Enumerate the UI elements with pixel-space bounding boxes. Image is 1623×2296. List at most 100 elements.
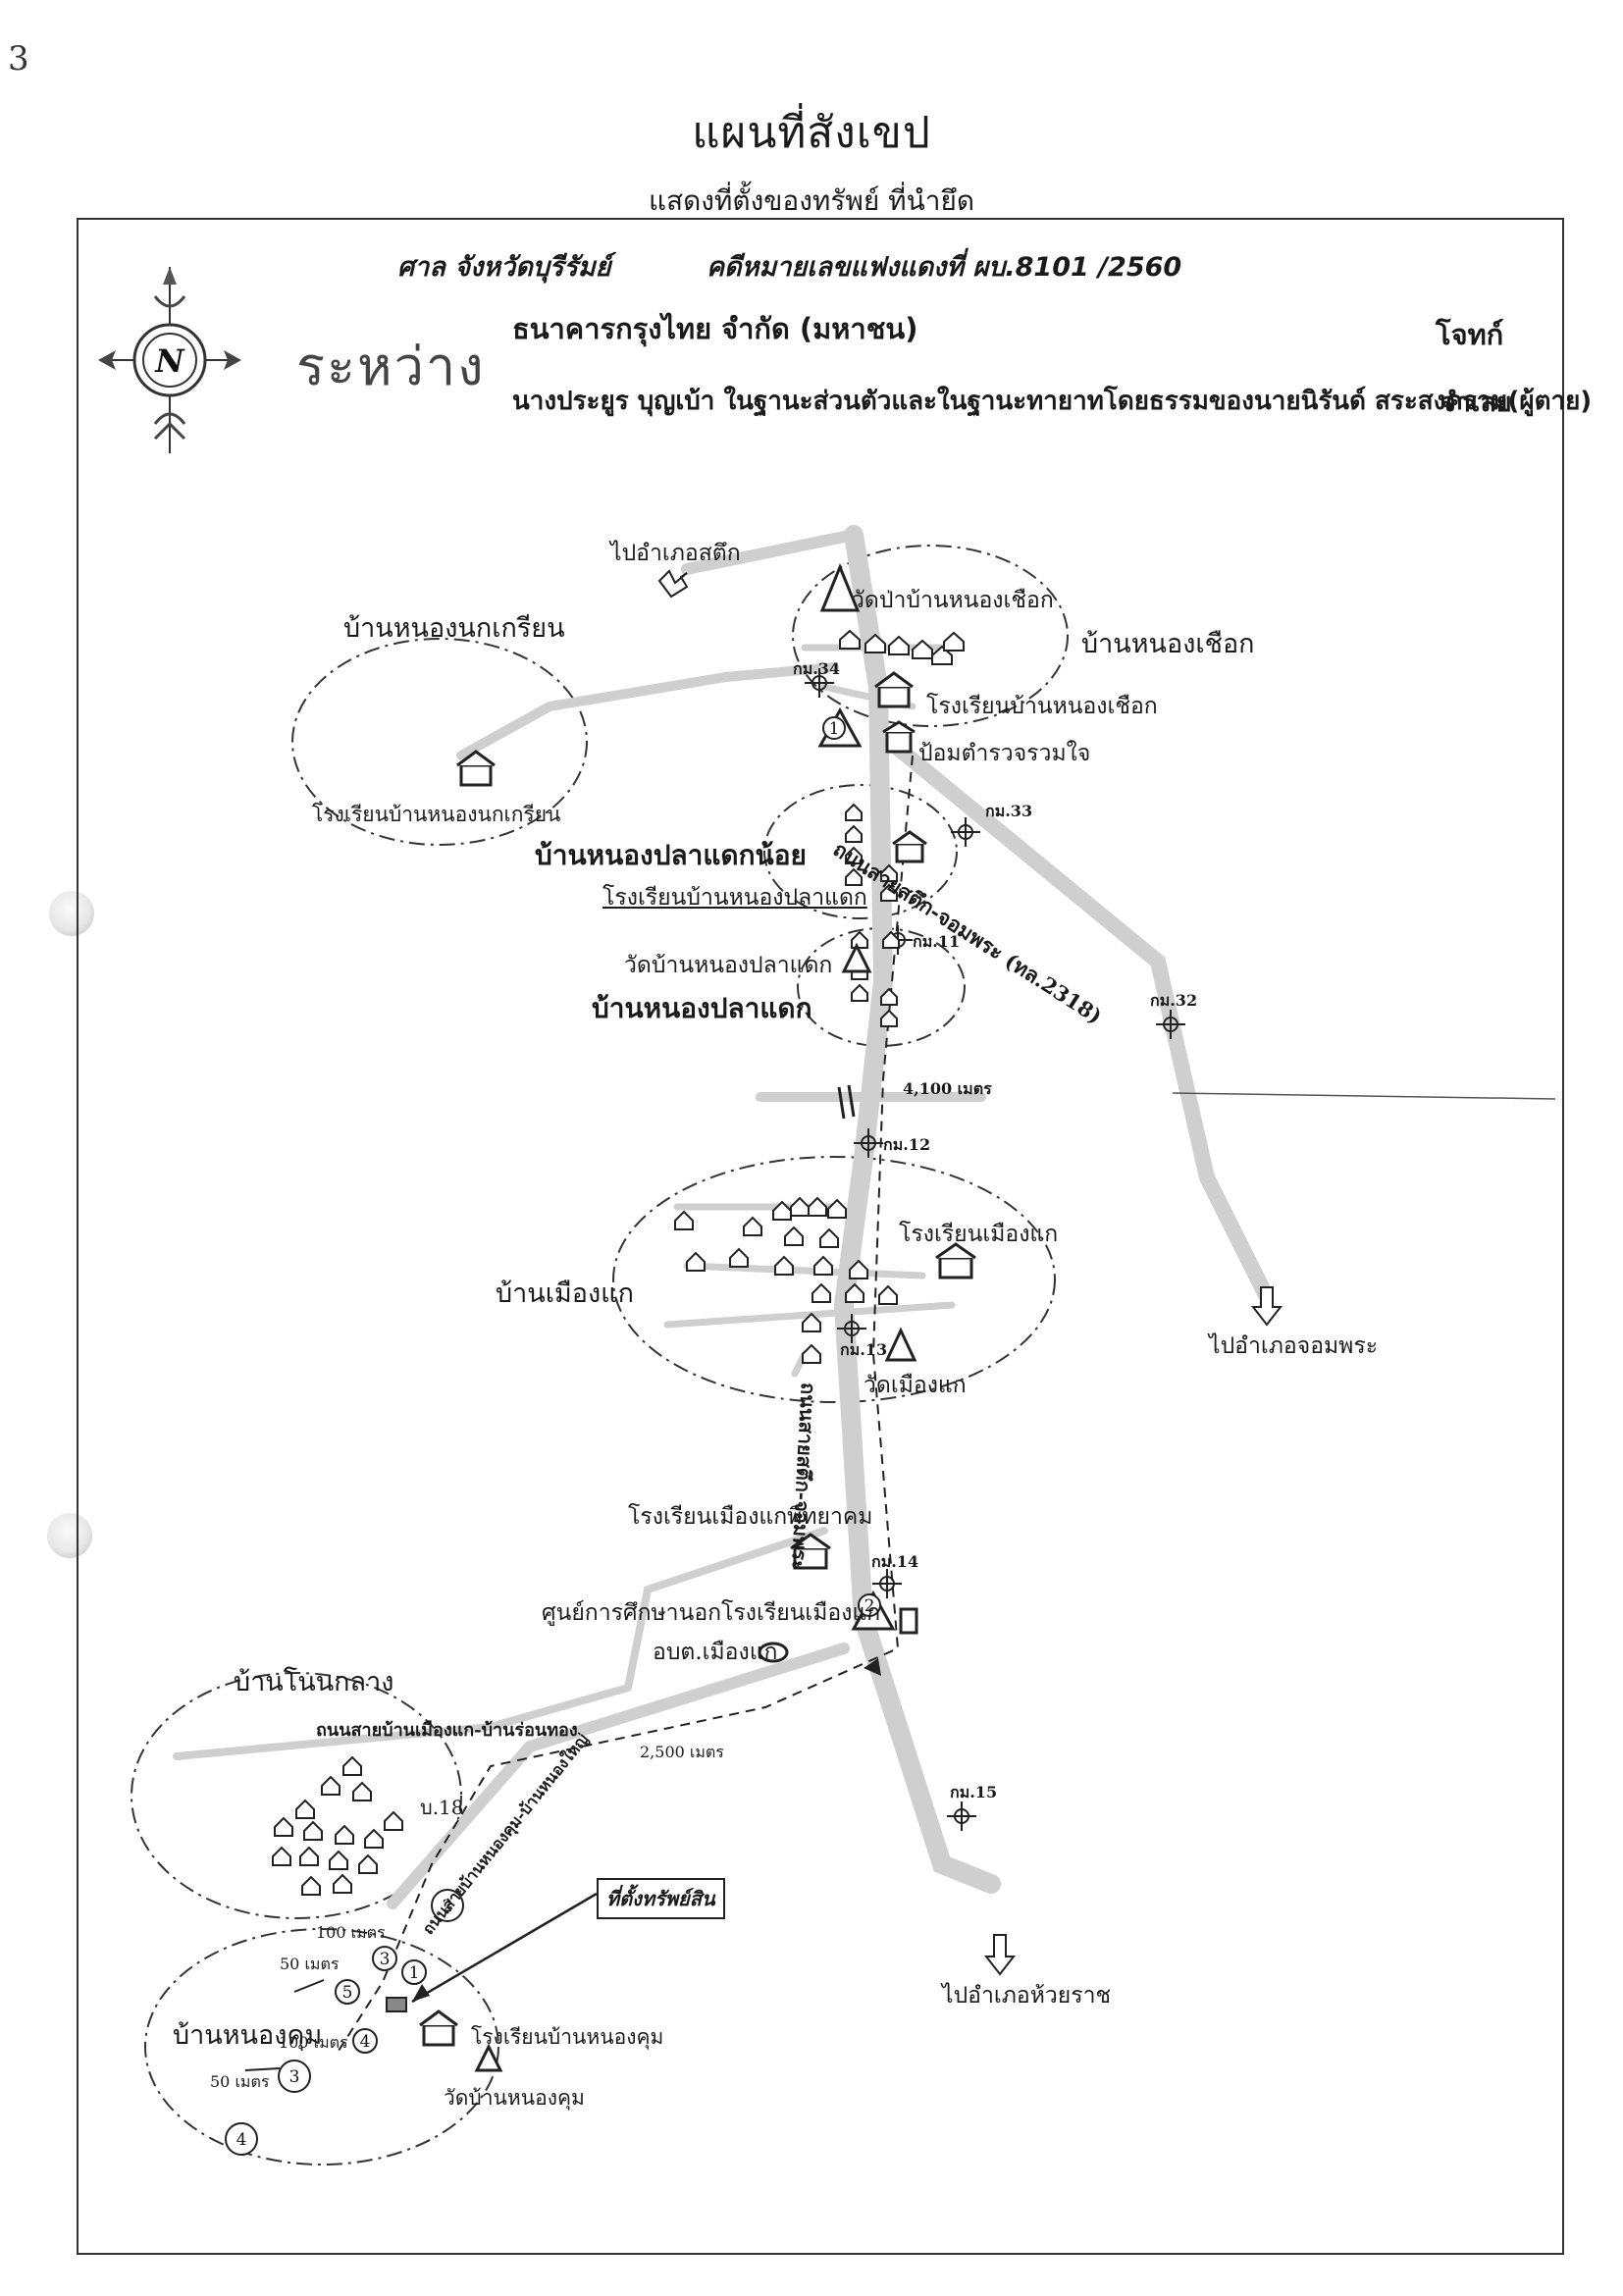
svg-text:5: 5 — [342, 1983, 353, 2003]
village-non-klang: บ้านโนนกลาง — [234, 1667, 394, 1697]
school-icon-nong-khum — [419, 2009, 458, 2047]
ref-point-4-upper: 4 — [352, 2028, 378, 2054]
ref-point-1-upper: 1 — [822, 716, 846, 740]
dashed-route-arrow — [864, 1658, 881, 1676]
place-police-box: ป้อมตำรวจรวมใจ — [918, 741, 1091, 766]
place-school-mueang-kae-phitthayakhom: โรงเรียนเมืองแกพิทยาคม — [628, 1504, 873, 1530]
case-number: คดีหมายเลขแฟงแดงที่ ผบ.8101 /2560 — [707, 252, 1182, 283]
ref-point-2-middle: 2 — [858, 1593, 881, 1617]
svg-text:2: 2 — [443, 1897, 453, 1916]
property-pointer-line — [411, 1892, 598, 2004]
km-label-13: กม.13 — [840, 1340, 888, 1359]
label-to-huai-rat: ไปอำเภอห้วยราช — [942, 1983, 1112, 2009]
svg-text:2: 2 — [864, 1596, 875, 1616]
binder-hole-top — [49, 891, 94, 936]
map-frame — [77, 218, 1564, 2255]
label-to-chom-phra: ไปอำเภอจอมพระ — [1209, 1333, 1379, 1359]
svg-text:4: 4 — [360, 2032, 371, 2052]
village-mueang-kae: บ้านเมืองแก — [496, 1278, 634, 1309]
km-marker-12 — [854, 1128, 883, 1158]
ref-point-5: 5 — [335, 1979, 360, 2005]
arrow-to-huai-rat-icon — [983, 1934, 1017, 1976]
svg-text:3: 3 — [380, 1950, 391, 1969]
svg-text:1: 1 — [409, 1963, 420, 1983]
property-pointer-arrowhead — [412, 1984, 430, 2002]
house-cluster-nong-pla-daek-noi — [845, 803, 898, 902]
place-school-nong-khum: โรงเรียนบ้านหนองคุม — [471, 2025, 664, 2049]
house-cluster-mueang-kae — [674, 1196, 898, 1364]
school-icon-mueang-kae — [935, 1242, 976, 1279]
km-label-11: กม.11 — [913, 932, 961, 951]
village-boundary-nong-chueak — [792, 545, 1069, 727]
nfe-center-icon — [899, 1607, 918, 1635]
road-to-chom-phra — [875, 728, 1274, 1303]
compass-letter: N — [154, 342, 185, 380]
plaintiff-role: โจทก์ — [1436, 318, 1504, 351]
km-marker-13 — [837, 1314, 866, 1343]
village-boundary-nong-khum — [144, 1928, 499, 2166]
road-mueang-kae-branches — [663, 1203, 956, 1378]
moo-label: บ.18 — [420, 1796, 464, 1819]
property-marker-icon — [386, 1997, 407, 2012]
distance-100-top: 100 เมตร — [316, 1923, 386, 1942]
ref-point-3-lower: 3 — [278, 2060, 311, 2093]
reference-line — [1172, 1092, 1556, 1100]
road-label-mueang-kae-ron-thong: ถนนสายบ้านเมืองแก-บ้านร่อนทอง — [316, 1720, 578, 1741]
km-marker-34 — [805, 668, 834, 698]
arrow-to-chom-phra-icon — [1250, 1286, 1283, 1327]
km-label-12: กม.12 — [883, 1135, 931, 1154]
sao-office-icon — [758, 1642, 789, 1663]
temple-icon-wat-nong-pla-daek — [841, 942, 872, 973]
defendant-role: จำเลย — [1440, 388, 1512, 418]
village-nong-chueak: บ้านหนองเชือก — [1081, 629, 1255, 659]
place-wat-mueang-kae: วัดเมืองแก — [864, 1373, 967, 1398]
distance-arrow-50-bottom — [244, 2067, 281, 2071]
court-label: ศาล จังหวัดบุรีรัมย์ — [397, 252, 611, 283]
temple-icon-wat-mueang-kae — [884, 1327, 917, 1362]
distance-4100: 4,100 เมตร — [903, 1079, 992, 1098]
ref-point-1-lower: 1 — [401, 1959, 427, 1985]
school-icon-nong-pla-daek — [892, 830, 927, 863]
defendant-name: นางประยูร บุญเบ้า ในฐานะส่วนตัวและในฐานะ… — [512, 387, 1593, 416]
arrow-to-satuek-icon — [657, 569, 689, 599]
village-boundary-nong-pla-daek-noi — [763, 784, 958, 919]
village-nong-khum: บ้านหนองคุม — [173, 2020, 323, 2051]
place-school-nong-chueak: โรงเรียนบ้านหนองเชือก — [926, 694, 1158, 719]
school-icon-nong-chueak — [874, 671, 914, 708]
plaintiff-name: ธนาคารกรุงไทย จำกัด (มหาชน) — [512, 312, 918, 345]
house-cluster-non-klang — [272, 1755, 403, 1896]
school-icon-mueang-kae-phitthayakhom — [790, 1533, 831, 1570]
km-label-34: กม.34 — [793, 659, 841, 678]
km-marker-32 — [1156, 1010, 1185, 1039]
distance-2500: 2,500 เมตร — [640, 1743, 724, 1761]
km-marker-33 — [951, 817, 980, 847]
svg-text:3: 3 — [289, 2067, 300, 2087]
place-school-mueang-kae: โรงเรียนเมืองแก — [899, 1222, 1059, 1247]
place-sao-mueang-kae: อบต.เมืองแก — [653, 1640, 778, 1665]
place-wat-nong-khum: วัดบ้านหนองคุม — [444, 2086, 585, 2110]
village-nong-pla-daek: บ้านหนองปลาแดก — [592, 992, 812, 1024]
place-school-nong-nok-khrian: โรงเรียนบ้านหนองนกเกรียน — [312, 803, 561, 826]
svg-text:1: 1 — [829, 719, 840, 739]
dashed-route — [338, 755, 914, 2052]
label-to-satuek: ไปอำเภอสตึก — [610, 541, 741, 566]
km-label-15: กม.15 — [950, 1783, 998, 1801]
place-school-nong-pla-daek: โรงเรียนบ้านหนองปลาแดก — [602, 885, 867, 911]
distance-arrow-50-left — [293, 1979, 325, 1993]
between-label: ระหว่าง — [296, 336, 486, 397]
house-cluster-nong-chueak — [839, 629, 965, 665]
place-nfe-center: ศูนย์การศึกษานอกโรงเรียนเมืองแก — [542, 1600, 881, 1626]
village-boundary-mueang-kae — [612, 1156, 1056, 1403]
binder-hole-bottom — [47, 1513, 92, 1558]
map-subtitle: แสดงที่ตั้งของทรัพย์ ที่นำยึด — [648, 184, 975, 217]
police-box-icon — [882, 720, 916, 754]
svg-text:4: 4 — [236, 2130, 247, 2150]
km-marker-15 — [947, 1801, 976, 1831]
km-label-32: กม.32 — [1150, 991, 1198, 1010]
village-nong-pla-daek-noi: บ้านหนองปลาแดกน้อย — [535, 839, 807, 871]
road-nong-nok-khrian — [456, 662, 839, 760]
distance-50-bottom: 50 เมตร — [210, 2072, 270, 2091]
map-title: แผนที่สังเขป — [692, 108, 931, 158]
ref-point-3-upper: 3 — [372, 1946, 397, 1971]
distance-50-left: 50 เมตร — [280, 1955, 340, 1973]
